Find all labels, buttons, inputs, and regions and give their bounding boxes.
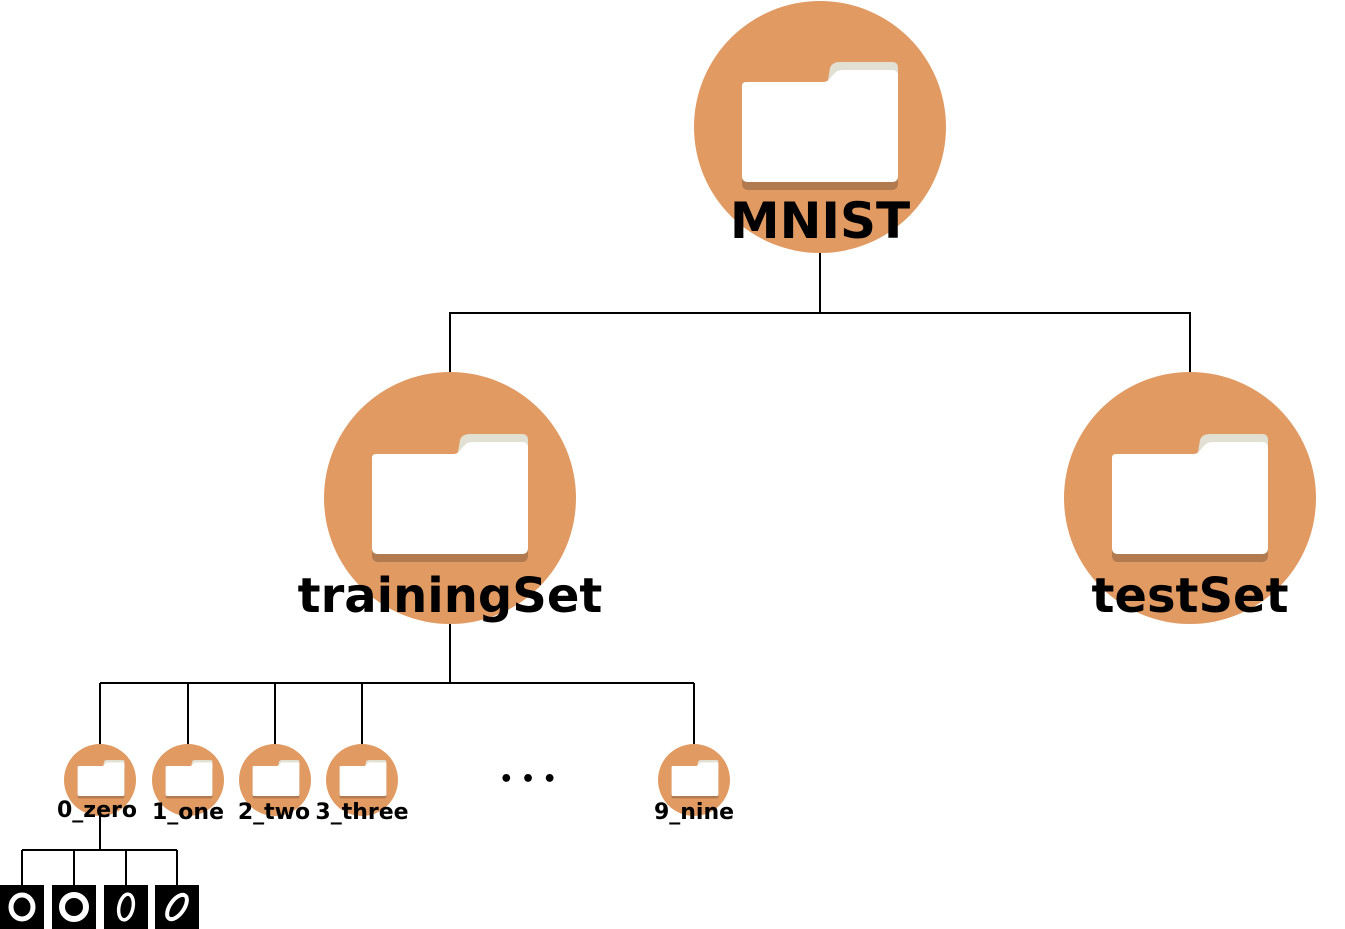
- node-2-two[interactable]: 2_two: [238, 744, 311, 825]
- node-3-three[interactable]: 3_three: [315, 744, 409, 825]
- node-label-2-two: 2_two: [238, 800, 310, 825]
- node-label-trainingset: trainingSet: [298, 568, 603, 624]
- node-label-0-zero: 0_zero: [57, 798, 137, 823]
- node-0-zero[interactable]: 0_zero: [57, 744, 137, 823]
- digit-zero-image[interactable]: [0, 885, 44, 929]
- node-trainingset[interactable]: trainingSet: [298, 372, 603, 624]
- node-testset[interactable]: testSet: [1064, 372, 1316, 624]
- node-label-testset: testSet: [1091, 568, 1288, 624]
- zero-samples: [0, 885, 199, 929]
- node-1-one[interactable]: 1_one: [152, 744, 224, 825]
- node-label-9-nine: 9_nine: [654, 800, 734, 825]
- digit-zero-image[interactable]: [155, 885, 199, 929]
- ellipsis: • • •: [499, 767, 557, 792]
- node-mnist[interactable]: MNIST: [694, 1, 946, 253]
- node-label-mnist: MNIST: [730, 192, 910, 250]
- root-connector-right: [820, 312, 1191, 372]
- node-label-3-three: 3_three: [315, 800, 408, 825]
- connector-lines: [21, 252, 1191, 885]
- digit-zero-image[interactable]: [52, 885, 96, 929]
- digit-zero-image[interactable]: [104, 885, 148, 929]
- node-9-nine[interactable]: 9_nine: [654, 744, 734, 825]
- node-label-1-one: 1_one: [152, 800, 224, 825]
- root-connector: [449, 252, 821, 372]
